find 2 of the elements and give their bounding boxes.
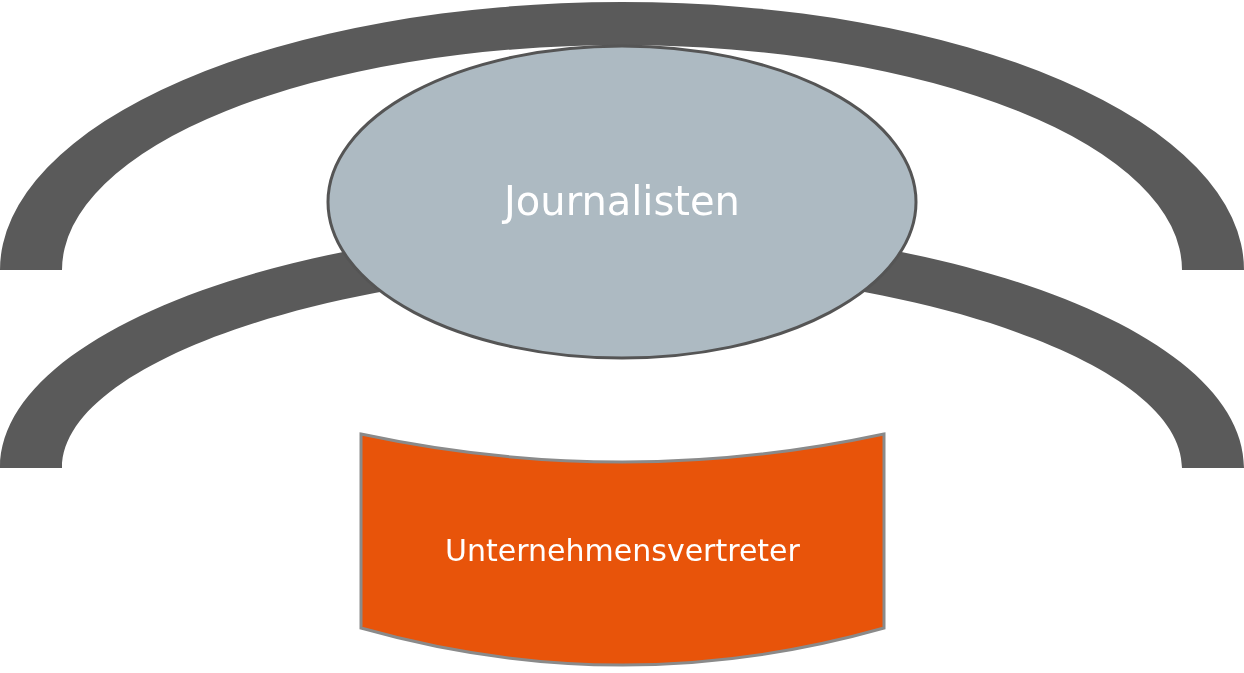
node-label: Journalisten	[501, 178, 741, 224]
node-label: Unternehmensvertreter	[444, 533, 801, 568]
